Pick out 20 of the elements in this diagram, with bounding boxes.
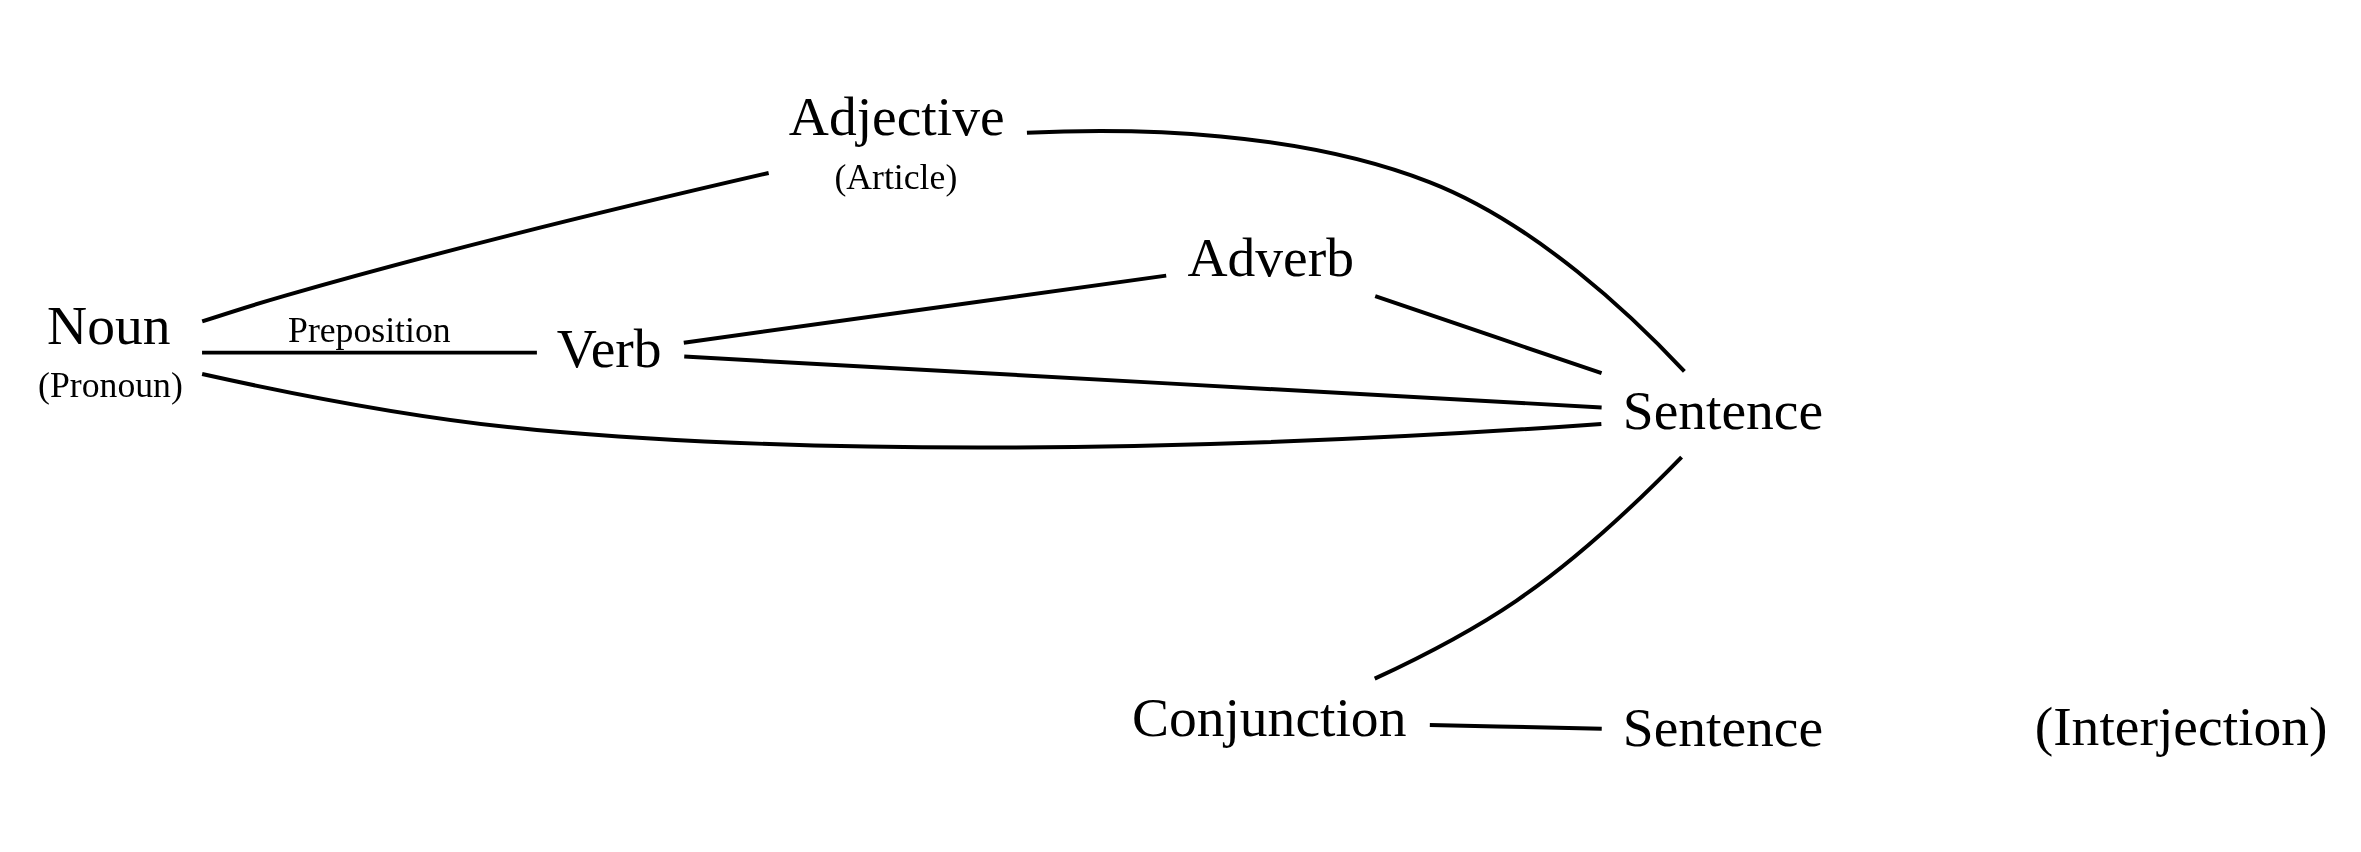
node-text: Noun <box>47 294 171 356</box>
connector <box>201 171 770 324</box>
edge-label: Preposition <box>288 309 451 350</box>
node-label: (Article) <box>834 156 958 197</box>
label: (Interjection) <box>2034 696 2328 758</box>
node-text: Adjective <box>788 86 1005 148</box>
connector <box>1373 455 1683 681</box>
connector <box>201 372 1602 450</box>
connector <box>683 273 1167 345</box>
connector <box>202 350 537 355</box>
connector <box>1429 723 1602 731</box>
connector <box>684 354 1602 410</box>
node-text: Conjunction <box>1131 687 1407 749</box>
node-text: Sentence <box>1622 697 1824 759</box>
node-text: Adverb <box>1187 227 1354 289</box>
node-label: (Pronoun) <box>38 365 183 406</box>
connector <box>1374 294 1603 376</box>
connector <box>1026 129 1686 373</box>
node-text: Verb <box>556 318 662 380</box>
node-text: Sentence <box>1622 379 1824 441</box>
